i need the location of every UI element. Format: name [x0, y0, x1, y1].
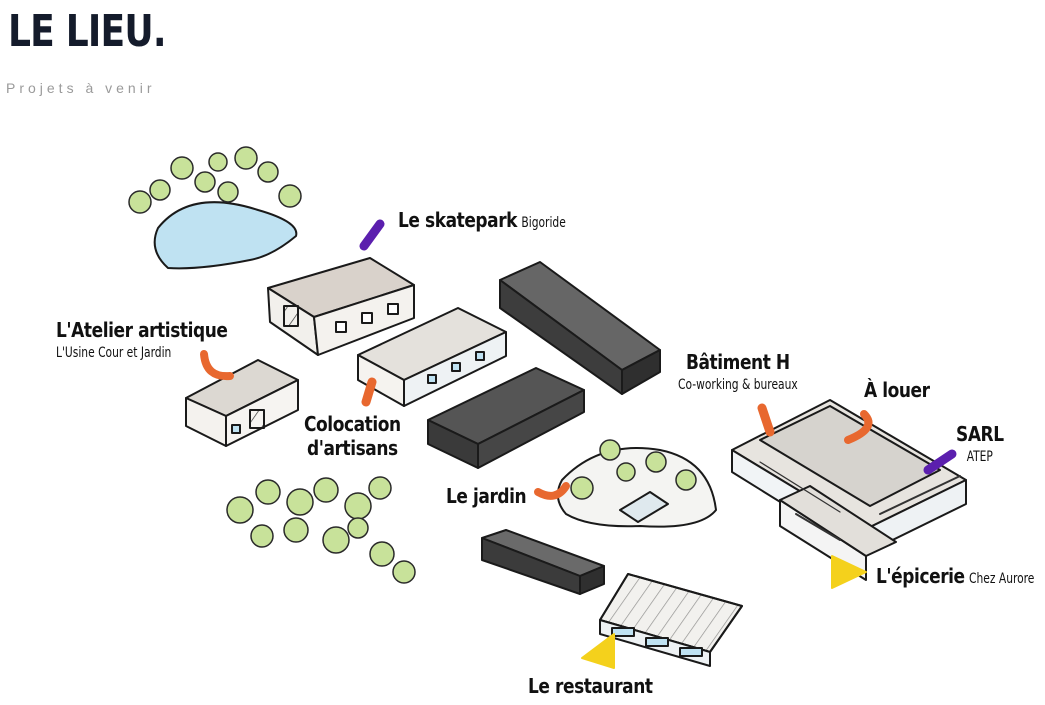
site-map-illustration	[128, 146, 967, 669]
dark-building-north	[499, 261, 661, 395]
label-restaurant: Le restaurant	[528, 674, 653, 698]
pond-with-trees	[128, 146, 302, 270]
label-a-louer: À louer	[864, 378, 930, 402]
label-epicerie: L'épicerie Chez Aurore	[876, 564, 1035, 588]
atelier-building	[185, 359, 299, 447]
page-title: LE LIEU.	[8, 6, 167, 57]
label-atelier: L'Atelier artistique L'Usine Cour et Jar…	[56, 318, 228, 361]
building-complex-east	[731, 399, 967, 581]
atelier-marker	[200, 350, 234, 381]
restaurant-marker	[581, 633, 615, 669]
a-louer-marker	[844, 410, 873, 444]
garden-area	[556, 439, 717, 528]
label-jardin: Le jardin	[446, 484, 527, 508]
epicerie-marker	[831, 555, 867, 589]
dark-building-south	[481, 529, 605, 595]
label-skatepark: Le skatepark Bigoride	[398, 208, 566, 232]
label-batiment-h: Bâtiment H Co-working & bureaux	[678, 350, 798, 393]
sarl-marker	[923, 449, 957, 475]
label-sarl: SARL ATEP	[956, 422, 1004, 465]
colocation-building	[357, 307, 507, 407]
colocation-marker	[361, 377, 377, 407]
dark-building-center	[427, 367, 585, 469]
tree-cluster	[226, 476, 416, 584]
page-subtitle: Projets à venir	[6, 80, 156, 96]
skatepark-building	[267, 257, 415, 356]
restaurant-building	[599, 573, 743, 667]
batiment-h-marker	[757, 403, 775, 437]
skatepark-marker	[359, 219, 385, 251]
garden-marker	[534, 482, 570, 500]
label-colocation: Colocation d'artisans	[304, 412, 401, 460]
